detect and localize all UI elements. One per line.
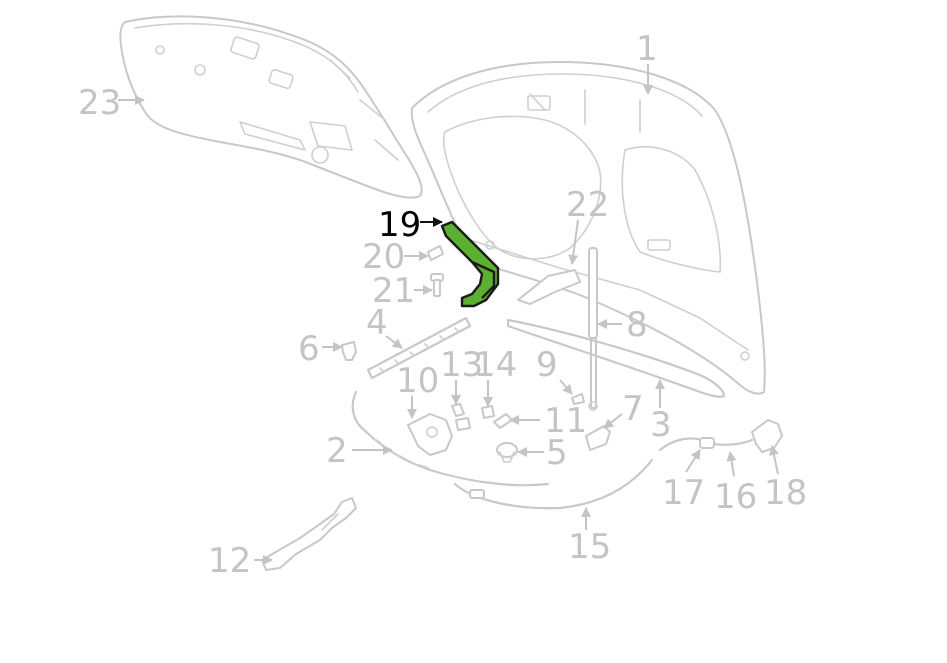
part-11-bolt: [493, 413, 513, 429]
part-13-clip: [451, 403, 465, 417]
callout-labels: 1 23 22 19 20 21 8 4 6 13 14 9 10 3 7 11…: [78, 29, 807, 581]
callout-14: 14: [474, 345, 517, 385]
part-16-sheath: [699, 437, 754, 449]
part-14-clip: [481, 405, 495, 419]
part-7-bracket: [585, 425, 611, 451]
callout-17: 17: [662, 473, 705, 513]
callout-4: 4: [366, 303, 388, 343]
callout-11: 11: [544, 401, 587, 441]
callout-23: 23: [78, 83, 121, 123]
callout-1: 1: [636, 29, 658, 69]
part-8-gas-strut: [588, 247, 598, 411]
part-1-engine-hood: [410, 61, 766, 395]
part-19-hood-hinge: [440, 220, 500, 308]
callout-13: 13: [440, 345, 483, 385]
part-4-rubber-strip: [366, 316, 472, 380]
part-17-cable-end: [658, 437, 704, 452]
callout-7: 7: [622, 389, 644, 429]
part-15-cable: [453, 458, 654, 510]
part-2-release-cable: [351, 390, 550, 487]
callout-8: 8: [626, 305, 648, 345]
part-18-release-handle: [751, 419, 783, 453]
part-21-bolt: [430, 273, 444, 297]
part-22-bracket: [517, 269, 581, 305]
part-5-grommet: [496, 442, 518, 463]
leader-lines: [118, 64, 779, 565]
callout-3: 3: [650, 405, 672, 445]
callout-2: 2: [326, 431, 348, 471]
part-3-seal-strip: [506, 318, 726, 398]
callout-18: 18: [764, 473, 807, 513]
callout-9: 9: [536, 345, 558, 385]
callout-20: 20: [362, 237, 405, 277]
callout-19: 19: [378, 205, 421, 245]
callout-21: 21: [372, 271, 415, 311]
callout-5: 5: [546, 433, 568, 473]
callout-10: 10: [396, 361, 439, 401]
part-9-clip: [571, 393, 585, 405]
callout-16: 16: [714, 477, 757, 517]
part-6-clip: [341, 341, 357, 361]
callout-12: 12: [208, 541, 251, 581]
callout-6: 6: [298, 329, 320, 369]
callout-22: 22: [566, 185, 609, 225]
callout-15: 15: [568, 527, 611, 567]
part-10-hood-latch: [407, 413, 471, 456]
part-12-release-lever: [261, 497, 357, 571]
part-23-insulation-pad: [119, 15, 423, 199]
part-20-screw: [427, 245, 444, 261]
